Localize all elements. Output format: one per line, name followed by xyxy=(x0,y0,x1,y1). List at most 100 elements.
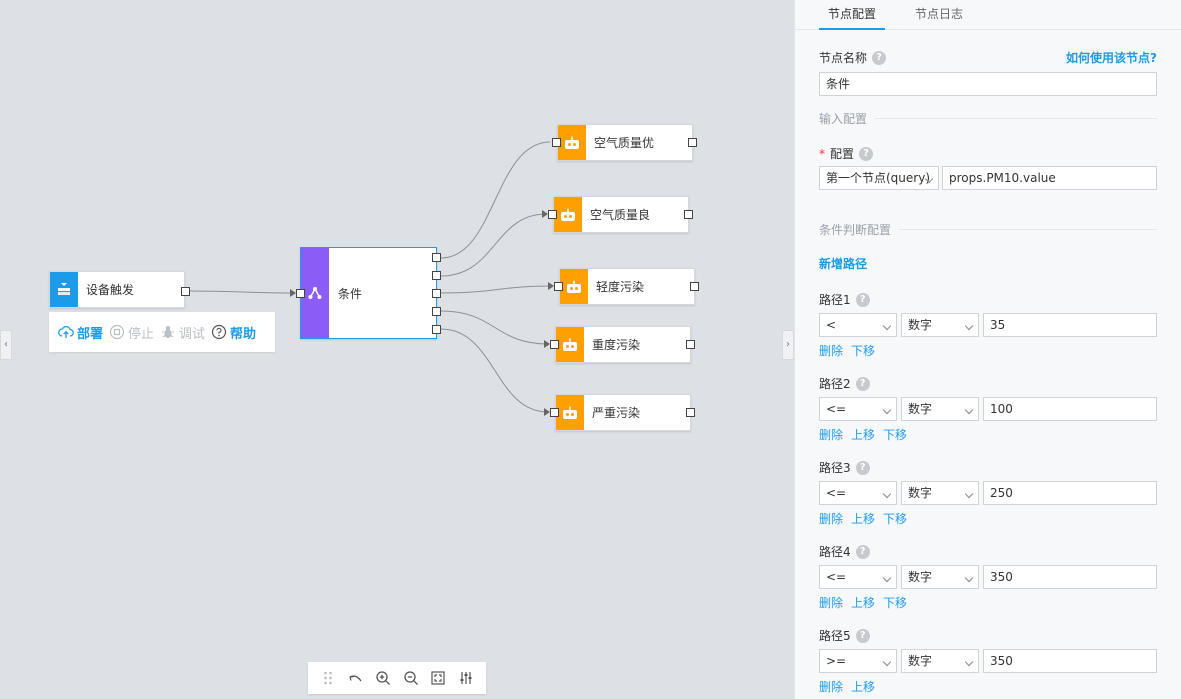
undo-icon[interactable] xyxy=(344,667,366,689)
output-in-arrow-4 xyxy=(544,340,550,348)
help-icon[interactable]: ? xyxy=(855,292,870,307)
cloud-upload-icon xyxy=(58,325,74,338)
stop-button[interactable]: 停止 xyxy=(109,323,154,342)
condition-in-port[interactable] xyxy=(296,289,305,298)
condition-out-port-4[interactable] xyxy=(432,307,441,316)
output-in-port-2[interactable] xyxy=(548,210,557,219)
path-3-move-up-button[interactable]: 上移 xyxy=(851,512,876,526)
path-4-label: 路径4? xyxy=(819,543,870,560)
drag-handle-icon[interactable] xyxy=(317,667,339,689)
path-4-move-up-button[interactable]: 上移 xyxy=(851,596,876,610)
path-2-delete-button[interactable]: 删除 xyxy=(819,428,844,442)
condition-node[interactable]: 条件 xyxy=(300,247,437,339)
output-out-port-4[interactable] xyxy=(686,340,695,349)
output-in-port-5[interactable] xyxy=(550,408,559,417)
path-2-operator-select[interactable]: <= xyxy=(819,397,897,421)
condition-out-port-3[interactable] xyxy=(432,289,441,298)
path-2-ops: 删除 上移 下移 xyxy=(819,426,907,443)
path-2-value-input[interactable]: 100 xyxy=(983,397,1157,421)
config-panel: 节点配置 节点日志 节点名称 ? 如何使用该节点? 条件 输入配置 * 配置 ?… xyxy=(794,0,1181,699)
robot-icon xyxy=(556,395,584,430)
path-3-type-select[interactable]: 数字 xyxy=(901,481,979,505)
path-5-operator-select[interactable]: >= xyxy=(819,649,897,673)
output-node-3[interactable]: 轻度污染 xyxy=(559,268,695,305)
help-button[interactable]: 帮助 xyxy=(211,323,256,342)
output-in-arrow-5 xyxy=(544,408,550,416)
help-icon[interactable]: ? xyxy=(855,376,870,391)
path-1-type-select[interactable]: 数字 xyxy=(901,313,979,337)
trigger-out-port[interactable] xyxy=(181,287,190,296)
deploy-button[interactable]: 部署 xyxy=(58,323,103,342)
how-to-use-link[interactable]: 如何使用该节点? xyxy=(1066,51,1157,65)
help-icon[interactable]: ? xyxy=(855,628,870,643)
trigger-node[interactable]: 设备触发 xyxy=(49,271,190,308)
chevron-down-icon xyxy=(964,405,974,415)
output-in-port-4[interactable] xyxy=(550,340,559,349)
right-collapse-button[interactable]: › xyxy=(782,330,794,360)
help-icon[interactable]: ? xyxy=(855,544,870,559)
path-1-move-down-button[interactable]: 下移 xyxy=(851,344,876,358)
help-icon[interactable]: ? xyxy=(859,146,874,161)
path-4-value-input[interactable]: 350 xyxy=(983,565,1157,589)
path-5-ops: 删除 上移 xyxy=(819,678,875,695)
path-2-type-select[interactable]: 数字 xyxy=(901,397,979,421)
output-node-1[interactable]: 空气质量优 xyxy=(557,124,693,161)
robot-icon xyxy=(554,197,582,232)
output-out-port-2[interactable] xyxy=(684,210,693,219)
output-node-4[interactable]: 重度污染 xyxy=(555,326,691,363)
output-node-label: 轻度污染 xyxy=(596,280,645,294)
path-3-move-down-button[interactable]: 下移 xyxy=(883,512,908,526)
path-1-operator-select[interactable]: < xyxy=(819,313,897,337)
path-1-value-input[interactable]: 35 xyxy=(983,313,1157,337)
help-icon[interactable]: ? xyxy=(872,50,887,65)
output-out-port-5[interactable] xyxy=(686,408,695,417)
branch-icon xyxy=(301,248,329,338)
tab-node-log[interactable]: 节点日志 xyxy=(915,7,964,21)
path-3-delete-button[interactable]: 删除 xyxy=(819,512,844,526)
path-5-delete-button[interactable]: 删除 xyxy=(819,680,844,694)
tab-node-config[interactable]: 节点配置 xyxy=(819,0,885,30)
zoom-out-icon[interactable] xyxy=(400,667,422,689)
path-4-delete-button[interactable]: 删除 xyxy=(819,596,844,610)
flow-canvas[interactable]: ‹ 设备触发 部署 停止 调试 帮助 条件 xyxy=(0,0,794,699)
output-in-port-1[interactable] xyxy=(552,138,561,147)
chevron-down-icon xyxy=(882,573,892,583)
left-collapse-button[interactable]: ‹ xyxy=(0,330,12,360)
output-in-port-3[interactable] xyxy=(554,282,563,291)
path-5-move-up-button[interactable]: 上移 xyxy=(851,680,876,694)
path-2-move-up-button[interactable]: 上移 xyxy=(851,428,876,442)
path-2-move-down-button[interactable]: 下移 xyxy=(883,428,908,442)
chevron-down-icon xyxy=(964,321,974,331)
path-4-type-select[interactable]: 数字 xyxy=(901,565,979,589)
edge-condition-output-5 xyxy=(440,328,549,413)
config-source-select[interactable]: 第一个节点(query) xyxy=(819,166,939,190)
node-name-input[interactable]: 条件 xyxy=(819,72,1157,96)
path-3-value-input[interactable]: 250 xyxy=(983,481,1157,505)
path-3-label: 路径3? xyxy=(819,459,870,476)
path-4-move-down-button[interactable]: 下移 xyxy=(883,596,908,610)
edge-trigger-condition xyxy=(184,290,293,294)
output-node-5[interactable]: 严重污染 xyxy=(555,394,691,431)
output-out-port-3[interactable] xyxy=(690,282,699,291)
config-value-input[interactable]: props.PM10.value xyxy=(942,166,1157,190)
zoom-in-icon[interactable] xyxy=(372,667,394,689)
settings-sliders-icon[interactable] xyxy=(455,667,477,689)
path-3-operator-select[interactable]: <= xyxy=(819,481,897,505)
edge-condition-output-2 xyxy=(440,213,547,277)
edge-condition-output-4 xyxy=(440,310,549,345)
condition-out-port-5[interactable] xyxy=(432,325,441,334)
path-5-type-select[interactable]: 数字 xyxy=(901,649,979,673)
debug-button[interactable]: 调试 xyxy=(160,323,205,342)
help-icon[interactable]: ? xyxy=(855,460,870,475)
add-path-button[interactable]: 新增路径 xyxy=(819,257,868,271)
fit-screen-icon[interactable] xyxy=(427,667,449,689)
output-node-2[interactable]: 空气质量良 xyxy=(553,196,689,233)
output-node-label: 严重污染 xyxy=(592,406,641,420)
robot-icon xyxy=(560,269,588,304)
path-5-value-input[interactable]: 350 xyxy=(983,649,1157,673)
path-4-operator-select[interactable]: <= xyxy=(819,565,897,589)
output-out-port-1[interactable] xyxy=(688,138,697,147)
condition-out-port-2[interactable] xyxy=(432,271,441,280)
condition-out-port-1[interactable] xyxy=(432,253,441,262)
path-1-delete-button[interactable]: 删除 xyxy=(819,344,844,358)
